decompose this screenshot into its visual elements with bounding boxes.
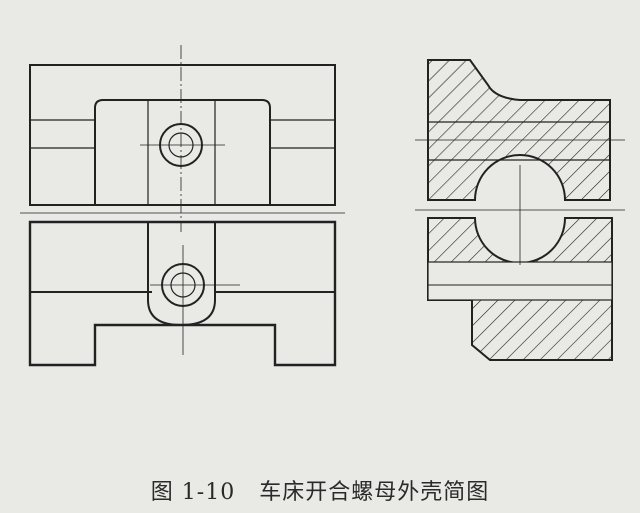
figure-caption: 图 1-10 车床开合螺母外壳简图 — [0, 474, 640, 506]
front-view — [28, 220, 337, 367]
section-view-lower — [415, 165, 625, 361]
figure-title: 车床开合螺母外壳简图 — [259, 480, 490, 505]
section-view-upper — [415, 59, 625, 201]
figure-number: 图 1-10 — [150, 480, 236, 505]
top-view — [20, 45, 345, 232]
